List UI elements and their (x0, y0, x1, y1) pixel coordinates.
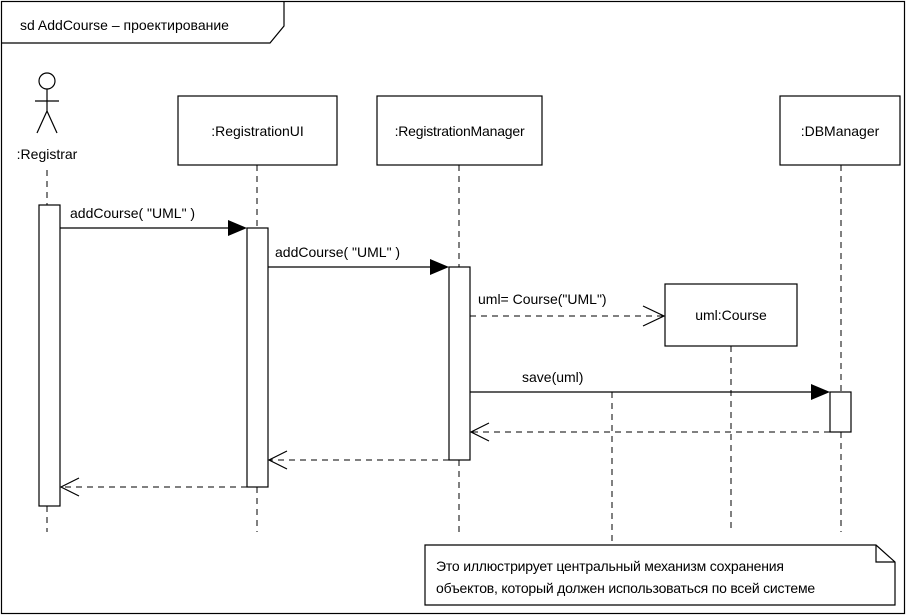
object-course: uml:Course (664, 283, 798, 347)
object-course-name: uml:Course (695, 307, 767, 323)
note-text-line2: объектов, который должен использоваться … (436, 580, 815, 596)
return-db-to-manager (469, 422, 830, 442)
activation-dbmanager (829, 391, 852, 433)
arrowhead-open (469, 422, 490, 442)
lifeline-head-registrationmanager: :RegistrationManager (376, 95, 543, 166)
note-shape (424, 544, 896, 606)
actor-leg-left (36, 110, 48, 134)
lifeline-name-registrationui: :RegistrationUI (211, 123, 304, 139)
note: Это иллюстрирует центральный механизм со… (424, 544, 896, 606)
arrowhead-open (267, 450, 288, 470)
arrowhead-open (59, 477, 80, 497)
note-dogear (875, 545, 895, 563)
message-label-4: save(uml) (522, 369, 583, 385)
message-label-1: addCourse( "UML" ) (70, 205, 195, 221)
return-manager-to-ui (267, 450, 449, 470)
message-addcourse-1: addCourse( "UML" ) (60, 205, 247, 236)
frame-title-tab (1, 1, 285, 44)
note-text-line1: Это иллюстрирует центральный механизм со… (436, 558, 784, 574)
frame-title: sd AddCourse – проектирование (20, 17, 229, 33)
lifeline-name-dbmanager: :DBManager (801, 123, 880, 139)
activation-registrar (38, 204, 61, 507)
arrowhead-open (642, 305, 666, 327)
actor-name: :Registrar (17, 146, 78, 162)
arrowhead-filled (430, 259, 449, 275)
lifeline-head-dbmanager: :DBManager (779, 95, 901, 166)
return-ui-to-registrar (59, 477, 247, 497)
actor-leg-right (46, 110, 58, 134)
arrowhead-filled (228, 220, 247, 236)
actor-registrar: :Registrar (17, 72, 78, 162)
arrowhead-filled (811, 384, 830, 400)
message-addcourse-2: addCourse( "UML" ) (268, 244, 449, 275)
message-save: save(uml) (470, 369, 830, 400)
activation-registrationui (246, 227, 269, 488)
activation-registrationmanager (448, 266, 471, 461)
message-label-2: addCourse( "UML" ) (275, 244, 400, 260)
lifeline-name-registrationmanager: :RegistrationManager (395, 123, 525, 139)
message-label-3: uml= Course("UML") (478, 291, 607, 307)
message-create-course: uml= Course("UML") (470, 291, 666, 327)
lifeline-head-registrationui: :RegistrationUI (177, 95, 338, 166)
